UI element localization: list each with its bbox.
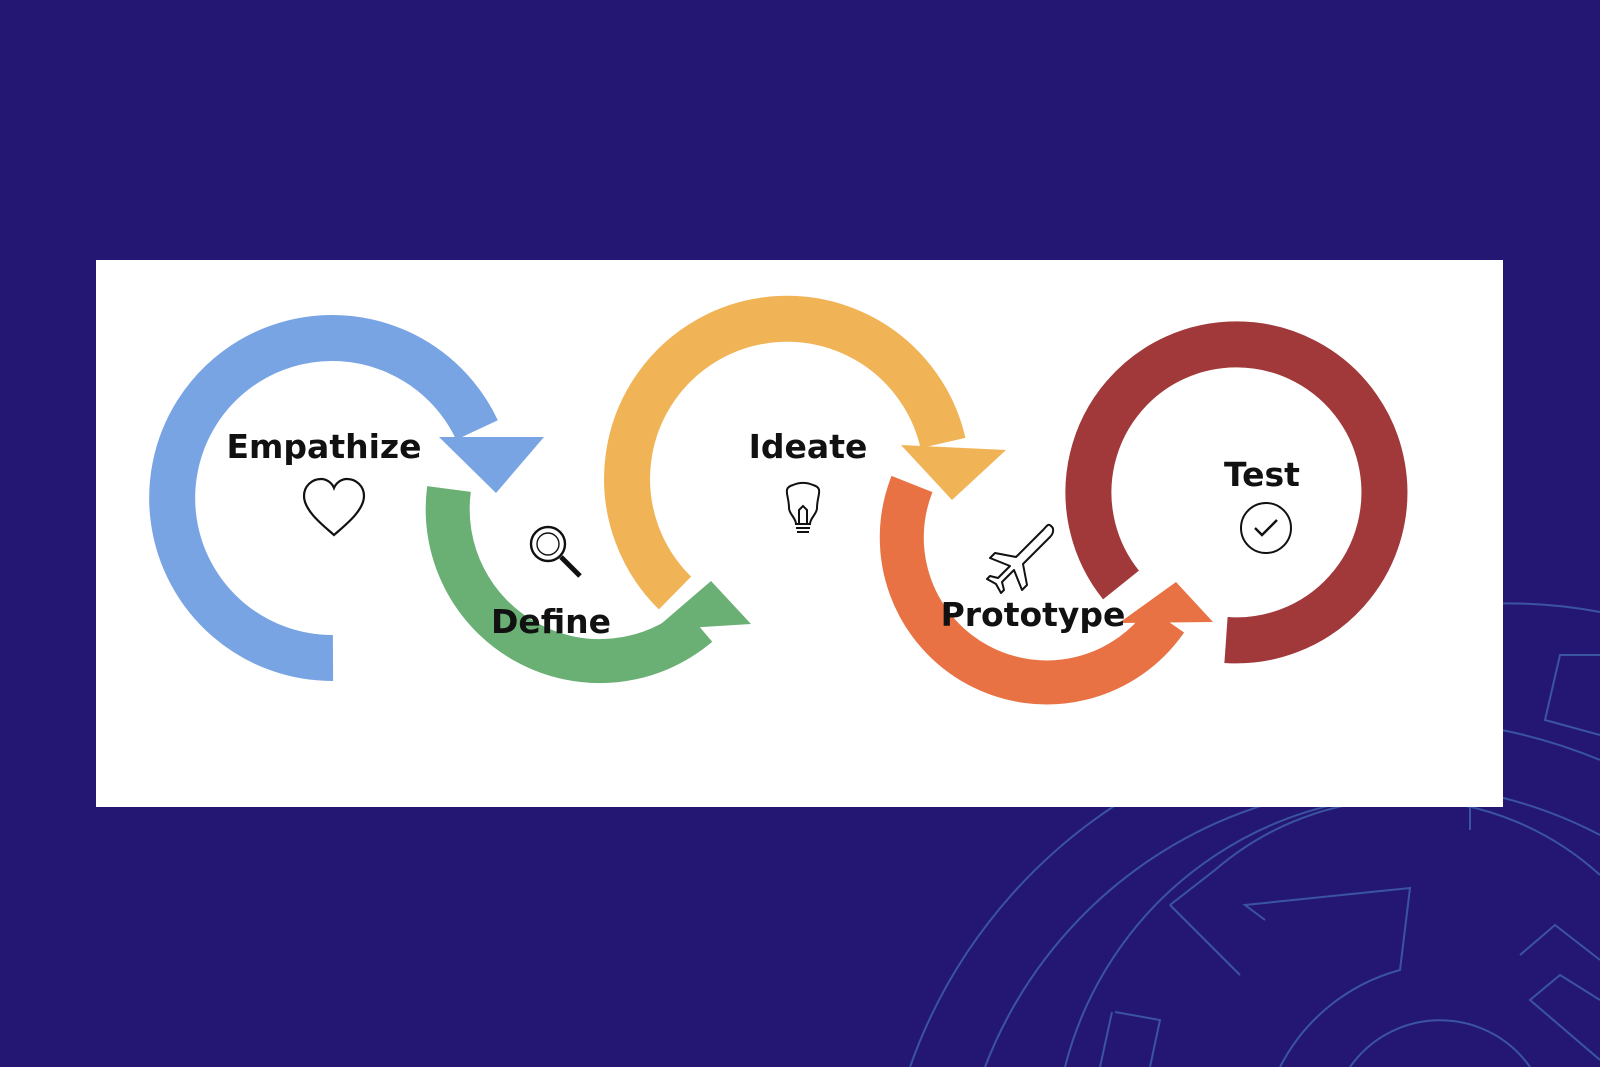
pattern-arc <box>1349 1019 1531 1067</box>
heart-icon <box>302 477 366 537</box>
pattern-arc <box>984 783 1600 1067</box>
ideate-arc <box>604 295 966 610</box>
prototype-arrowhead <box>1119 582 1213 623</box>
check-circle-icon <box>1240 502 1292 554</box>
stage-label-prototype: Prototype <box>940 595 1126 634</box>
prototype-arc <box>879 475 1185 705</box>
pattern-arc <box>1242 886 1412 1067</box>
pattern-arc <box>1519 923 1600 961</box>
test-ring <box>1065 321 1408 664</box>
stage-label-test: Test <box>1224 455 1300 494</box>
define-arrow <box>425 486 751 684</box>
define-arc <box>425 486 713 684</box>
ideate-arrow <box>604 295 1006 610</box>
pattern-arc <box>1528 973 1600 1061</box>
design-thinking-card: Empathize Define Ideate Prototype Test <box>96 260 1503 807</box>
stage-label-empathize: Empathize <box>226 427 422 466</box>
pattern-arc <box>1543 654 1600 736</box>
stage-label-ideate: Ideate <box>748 427 868 466</box>
stage-label-define: Define <box>490 602 612 641</box>
lightbulb-icon <box>785 481 821 533</box>
pattern-arc <box>1169 904 1241 976</box>
pattern-arc <box>1099 1011 1113 1067</box>
define-arrowhead <box>654 581 751 630</box>
magnifier-icon <box>529 525 582 578</box>
ideate-arrowhead <box>901 445 1006 500</box>
pattern-arc <box>1064 794 1471 1067</box>
pattern-arc <box>1114 1011 1162 1067</box>
empathize-arrow <box>149 315 544 682</box>
prototype-arrow <box>879 475 1213 705</box>
airplane-icon <box>986 523 1055 594</box>
empathize-arc <box>149 315 498 682</box>
empathize-arrowhead <box>439 437 544 493</box>
test-arc <box>1065 321 1408 664</box>
